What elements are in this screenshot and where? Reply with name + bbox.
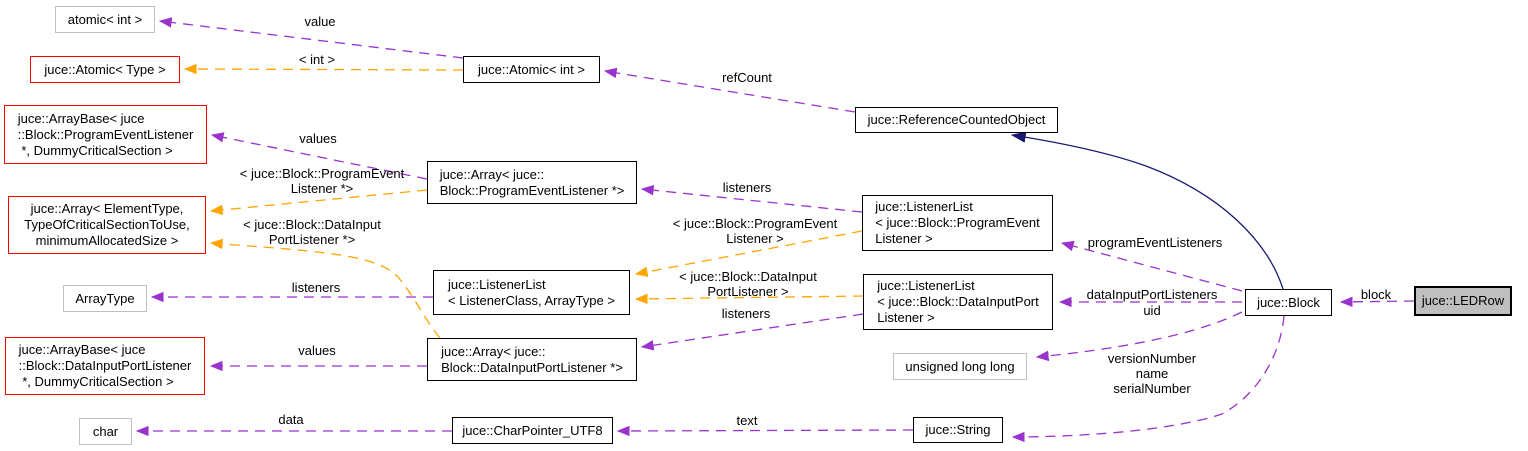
edge-template-datainputportlistener bbox=[634, 293, 864, 305]
edge-uid bbox=[1035, 311, 1243, 362]
edge-label-uid: uid bbox=[1143, 303, 1161, 318]
edge-template-programeventlistener-ptr bbox=[209, 189, 428, 216]
edge-label-text: text bbox=[736, 413, 758, 428]
node-juce-listenerlist-datainputportlistener[interactable]: juce::ListenerList < juce::Block::DataIn… bbox=[863, 274, 1053, 330]
edge-label-versionnumber-name-serialnumber: versionNumber name serialNumber bbox=[1107, 351, 1197, 396]
node-char: char bbox=[79, 418, 132, 445]
node-juce-array-datainputportlistener[interactable]: juce::Array< juce:: Block::DataInputPort… bbox=[427, 338, 637, 381]
edge-values-programevent bbox=[210, 132, 428, 180]
edge-label-datainputportlisteners: dataInputPortListeners bbox=[1086, 287, 1218, 302]
node-juce-arraybase-programeventlistener[interactable]: juce::ArrayBase< juce ::Block::ProgramEv… bbox=[4, 105, 207, 164]
node-juce-arraybase-datainputportlistener[interactable]: juce::ArrayBase< juce ::Block::DataInput… bbox=[5, 337, 205, 395]
edge-label-data: data bbox=[278, 412, 304, 427]
edge-block bbox=[1339, 296, 1415, 308]
edge-label-value: value bbox=[304, 14, 336, 29]
edge-listeners-programevent bbox=[640, 184, 863, 213]
edge-label-template-int: < int > bbox=[298, 52, 336, 67]
edge-label-values-datainput: values bbox=[298, 343, 336, 358]
edge-refcount bbox=[603, 67, 856, 113]
node-juce-string[interactable]: juce::String bbox=[913, 417, 1003, 443]
edge-text bbox=[616, 425, 914, 437]
node-juce-atomic-type[interactable]: juce::Atomic< Type > bbox=[30, 56, 180, 83]
node-juce-charpointer-utf8[interactable]: juce::CharPointer_UTF8 bbox=[452, 417, 613, 444]
edge-inheritance-block-referencecountedobject bbox=[1010, 131, 1284, 290]
node-juce-listenerlist-generic[interactable]: juce::ListenerList < ListenerClass, Arra… bbox=[433, 270, 630, 315]
node-juce-referencecountedobject[interactable]: juce::ReferenceCountedObject bbox=[855, 107, 1058, 133]
edge-label-listeners-programevent: listeners bbox=[722, 180, 772, 195]
edge-label-listeners-arraytype: listeners bbox=[291, 280, 341, 295]
node-juce-listenerlist-programeventlistener[interactable]: juce::ListenerList < juce::Block::Progra… bbox=[862, 195, 1053, 251]
edge-label-values-programevent: values bbox=[299, 131, 337, 146]
node-juce-array-generic[interactable]: juce::Array< ElementType, TypeOfCritical… bbox=[8, 196, 206, 254]
edge-listeners-datainput bbox=[640, 313, 864, 351]
edge-template-programeventlistener bbox=[634, 230, 863, 277]
edge-label-template-datainputportlistener: < juce::Block::DataInput PortListener > bbox=[679, 269, 817, 299]
edge-label-template-datainputportlistener-ptr: < juce::Block::DataInput PortListener *> bbox=[243, 217, 381, 247]
edge-label-refcount: refCount bbox=[722, 70, 772, 85]
node-unsigned-long-long: unsigned long long bbox=[893, 353, 1027, 380]
edge-template-datainputportlistener-ptr bbox=[209, 238, 441, 339]
edge-label-template-programeventlistener: < juce::Block::ProgramEvent Listener > bbox=[672, 216, 838, 246]
node-juce-ledrow: juce::LEDRow bbox=[1414, 286, 1512, 316]
node-juce-array-programeventlistener[interactable]: juce::Array< juce:: Block::ProgramEventL… bbox=[427, 161, 637, 204]
edge-versionnumber-name-serialnumber bbox=[1011, 315, 1285, 443]
edge-label-block: block bbox=[1360, 287, 1392, 302]
edge-label-listeners-datainput: listeners bbox=[721, 306, 771, 321]
node-juce-atomic-int[interactable]: juce::Atomic< int > bbox=[463, 56, 600, 83]
edge-programeventlisteners bbox=[1060, 240, 1243, 292]
edge-label-template-programeventlistener-ptr: < juce::Block::ProgramEvent Listener *> bbox=[239, 166, 405, 196]
edge-template-int bbox=[183, 63, 464, 75]
edge-label-programeventlisteners: programEventListeners bbox=[1087, 235, 1223, 250]
node-atomic-int: atomic< int > bbox=[55, 6, 155, 33]
node-arraytype: ArrayType bbox=[63, 285, 147, 312]
node-juce-block[interactable]: juce::Block bbox=[1245, 289, 1332, 316]
